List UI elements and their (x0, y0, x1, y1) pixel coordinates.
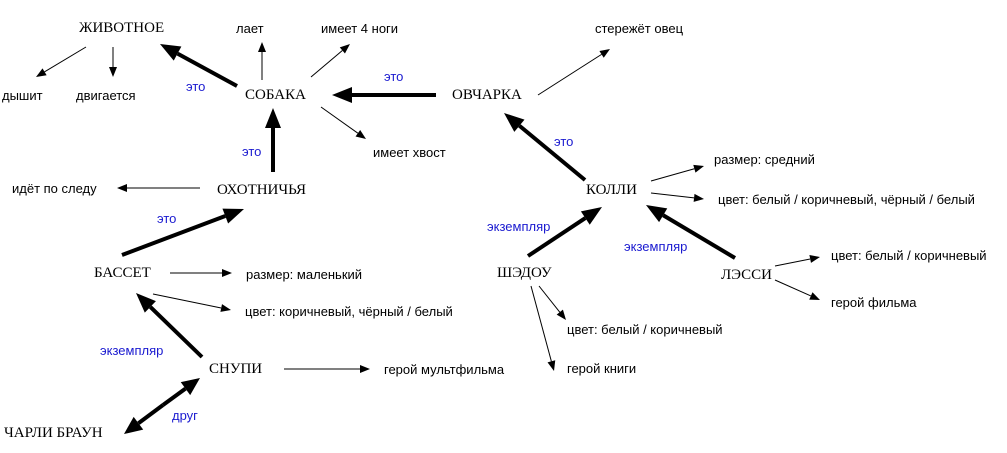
rel-hound-isa-dog: это (242, 144, 262, 159)
attr-color-shadow: цвет: белый / коричневый (567, 322, 723, 337)
attr-breathes: дышит (2, 88, 43, 103)
edge-snoopy-charlie-a (161, 378, 200, 407)
edge-dog-animal (160, 44, 238, 88)
node-animal: ЖИВОТНОЕ (79, 20, 165, 36)
attr-moves: двигается (76, 88, 136, 103)
node-lassie: ЛЭССИ (721, 267, 772, 283)
rel-shadow-instance-collie: экземпляр (487, 219, 551, 234)
rel-snoopy-instance-basset: экземпляр (100, 343, 164, 358)
edge-sheepdog-guards (537, 49, 610, 96)
edge-collie-sheepdog (504, 113, 587, 182)
rel-dog-isa-animal: это (186, 79, 206, 94)
edge-collie-color (650, 192, 704, 202)
attr-guards-sheep: стережёт овец (595, 21, 684, 36)
node-basset: БАССЕТ (94, 265, 151, 281)
edge-shadow-collie (526, 207, 602, 258)
edge-animal-moves (109, 47, 117, 77)
edge-shadow-color (538, 285, 566, 320)
edge-basset-hound (121, 208, 244, 257)
edge-dog-fourlegs (310, 44, 350, 78)
edge-shadow-book (530, 285, 556, 371)
node-charlie-brown: ЧАРЛИ БРАУН (4, 425, 103, 441)
attr-movie-hero: герой фильма (831, 295, 917, 310)
node-snoopy: СНУПИ (209, 361, 263, 377)
edge-basset-size (170, 269, 232, 277)
attr-tail: имеет хвост (373, 145, 446, 160)
edge-snoopy-cartoon (284, 365, 370, 373)
node-collie: КОЛЛИ (586, 182, 637, 198)
rel-collie-isa-sheepdog: это (554, 134, 574, 149)
attr-size-small: размер: маленький (246, 267, 363, 282)
edge-hound-dog (265, 108, 281, 172)
edge-lassie-movie (774, 279, 820, 300)
attr-size-medium: размер: средний (714, 152, 815, 167)
attr-four-legs: имеет 4 ноги (321, 21, 399, 36)
edge-hound-tracks (117, 184, 200, 192)
attr-color-basset: цвет: коричневый, чёрный / белый (245, 304, 453, 319)
rel-snoopy-friend-charlie: друг (172, 408, 198, 423)
edge-dog-barks (258, 42, 266, 80)
attr-color-collie: цвет: белый / коричневый, чёрный / белый (718, 192, 975, 207)
attr-cartoon-hero: герой мультфильма (384, 362, 505, 377)
node-shadow: ШЭДОУ (497, 265, 552, 281)
rel-lassie-instance-collie: экземпляр (624, 239, 688, 254)
edge-dog-tail (320, 106, 366, 139)
node-sheepdog: ОВЧАРКА (452, 87, 522, 103)
node-hound: ОХОТНИЧЬЯ (217, 182, 306, 198)
attr-color-lassie: цвет: белый / коричневый (831, 248, 987, 263)
edge-basset-color (152, 293, 231, 312)
edge-lassie-color (774, 255, 820, 267)
attr-book-hero: герой книги (567, 361, 637, 376)
edge-snoopy-charlie-b (124, 403, 165, 434)
edge-sheepdog-dog (332, 87, 436, 103)
attr-tracks: идёт по следу (12, 181, 97, 196)
edge-snoopy-basset (136, 293, 204, 359)
edge-lassie-collie (646, 205, 737, 260)
rel-basset-isa-hound: это (157, 211, 177, 226)
edge-collie-size (650, 164, 704, 182)
edge-animal-breathes (36, 46, 87, 77)
node-dog: СОБАКА (245, 87, 306, 103)
attr-barks: лает (236, 21, 264, 36)
rel-sheepdog-isa-dog: это (384, 69, 404, 84)
